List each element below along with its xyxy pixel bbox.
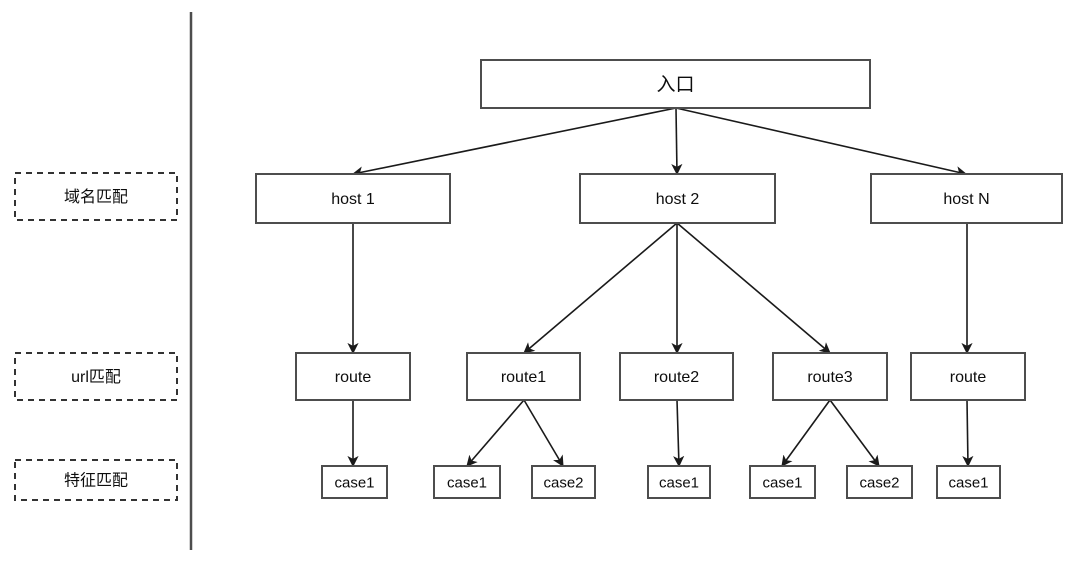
- host-2-box[interactable]: [579, 173, 776, 224]
- host-2-label: host 2: [656, 191, 700, 208]
- host-2[interactable]: host 2: [579, 173, 776, 224]
- case-2-box[interactable]: [433, 465, 501, 499]
- route-2-label: route2: [654, 369, 699, 386]
- edge-entry-host2: [671, 107, 683, 176]
- case-1-box[interactable]: [321, 465, 388, 499]
- legend-legend-domain-match: 域名匹配: [14, 172, 178, 221]
- edge-host2-route1: [523, 222, 678, 354]
- case-3-box[interactable]: [531, 465, 596, 499]
- case-1-label: case1: [334, 475, 374, 492]
- case-4-box[interactable]: [647, 465, 711, 499]
- route-3-box[interactable]: [772, 352, 888, 401]
- case-5-label: case1: [762, 475, 802, 492]
- case-5[interactable]: case1: [749, 465, 816, 499]
- case-7[interactable]: case1: [936, 465, 1001, 499]
- route-b-box[interactable]: [910, 352, 1026, 401]
- case-4[interactable]: case1: [647, 465, 711, 499]
- host-1-label: host 1: [331, 191, 375, 208]
- case-7-label: case1: [948, 475, 988, 492]
- node-layer: 入口 host 1 host 2 host N route route1 route2 rou…: [255, 59, 1063, 499]
- legend-domain-match-box: [14, 172, 178, 221]
- entry[interactable]: 入口: [480, 59, 871, 109]
- entry-box[interactable]: [480, 59, 871, 109]
- host-n[interactable]: host N: [870, 173, 1063, 224]
- edge-route1-case2: [466, 399, 525, 467]
- route-b-label: route: [950, 369, 987, 386]
- entry-label: 入口: [656, 75, 694, 96]
- route-1-box[interactable]: [466, 352, 581, 401]
- edge-route1-case3: [523, 399, 564, 467]
- route-3-label: route3: [807, 369, 852, 386]
- legend-feature-match-text: 特征匹配: [64, 472, 128, 490]
- host-1[interactable]: host 1: [255, 173, 451, 224]
- case-3-label: case2: [543, 475, 583, 492]
- edge-entry-hostn: [675, 107, 968, 178]
- legend-legend-feature-match: 特征匹配: [14, 459, 178, 501]
- route-2[interactable]: route2: [619, 352, 734, 401]
- edge-routeb-case7: [962, 399, 974, 468]
- legend-feature-match-box: [14, 459, 178, 501]
- case-2-label: case1: [447, 475, 487, 492]
- legend-domain-match-text: 域名匹配: [64, 188, 128, 206]
- legend-url-match-text: url匹配: [71, 368, 121, 386]
- host-n-label: host N: [943, 191, 989, 208]
- case-4-label: case1: [659, 475, 699, 492]
- case-6-box[interactable]: [846, 465, 913, 499]
- edge-route2-case4: [673, 399, 685, 468]
- case-6[interactable]: case2: [846, 465, 913, 499]
- case-1[interactable]: case1: [321, 465, 388, 499]
- host-1-box[interactable]: [255, 173, 451, 224]
- case-3[interactable]: case2: [531, 465, 596, 499]
- route-b[interactable]: route: [910, 352, 1026, 401]
- edge-route3-case6: [829, 399, 880, 467]
- legend-legend-url-match: url匹配: [14, 352, 178, 401]
- host-n-box[interactable]: [870, 173, 1063, 224]
- route-1-label: route1: [501, 369, 546, 386]
- route-a-label: route: [335, 369, 372, 386]
- case-5-box[interactable]: [749, 465, 816, 499]
- route-1[interactable]: route1: [466, 352, 581, 401]
- edge-layer: [347, 107, 974, 468]
- route-a-box[interactable]: [295, 352, 411, 401]
- case-7-box[interactable]: [936, 465, 1001, 499]
- edge-route3-case5: [781, 399, 831, 467]
- edge-host2-route3: [676, 222, 831, 354]
- legend-url-match-box: [14, 352, 178, 401]
- case-6-label: case2: [859, 475, 899, 492]
- route-3[interactable]: route3: [772, 352, 888, 401]
- case-2[interactable]: case1: [433, 465, 501, 499]
- route-2-box[interactable]: [619, 352, 734, 401]
- edge-entry-host1: [351, 107, 677, 178]
- route-a[interactable]: route: [295, 352, 411, 401]
